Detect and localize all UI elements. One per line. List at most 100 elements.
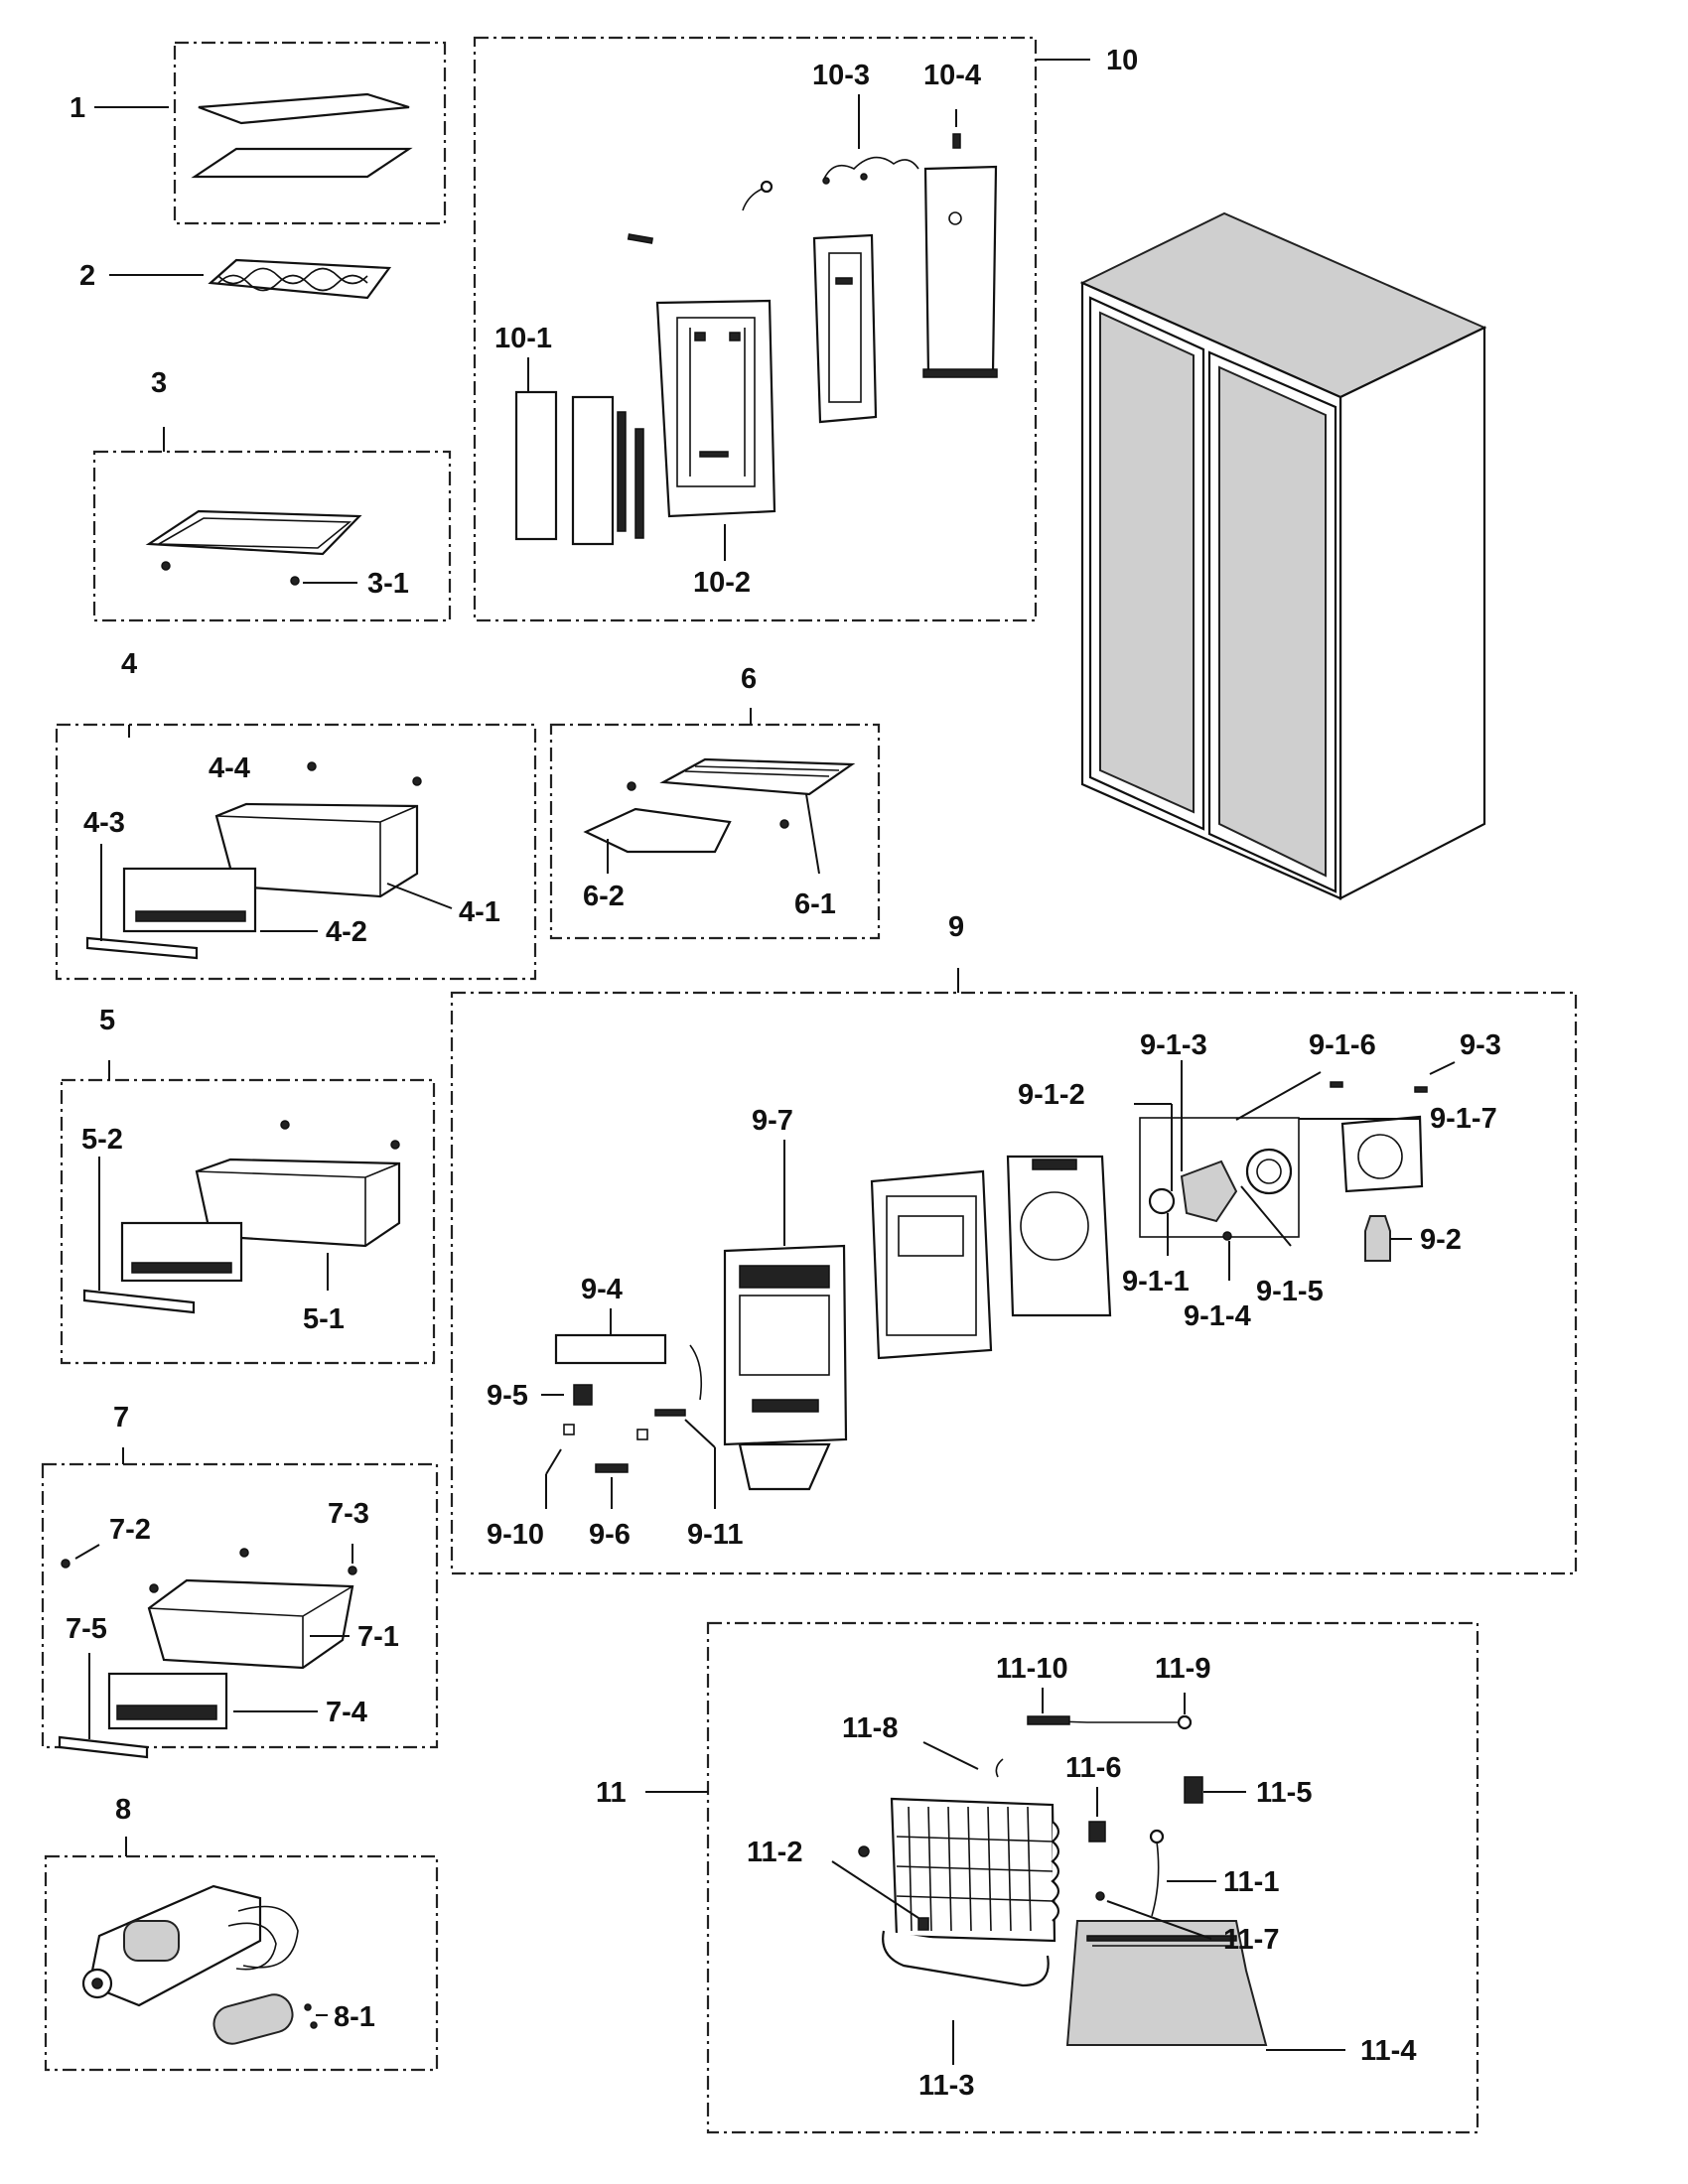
label-11: 11 <box>596 1777 627 1809</box>
label-7-1: 7-1 <box>357 1621 399 1653</box>
label-6: 6 <box>741 663 757 695</box>
label-9-1-7: 9-1-7 <box>1430 1103 1497 1135</box>
filter-cartridge-8-1 <box>212 1993 294 2045</box>
label-5-2: 5-2 <box>81 1124 123 1156</box>
label-9-1-2: 9-1-2 <box>1018 1079 1085 1111</box>
label-5: 5 <box>99 1005 115 1036</box>
label-7-5: 7-5 <box>66 1613 107 1645</box>
harness-10-3 <box>823 156 919 180</box>
label-11-9: 11-9 <box>1155 1653 1210 1685</box>
label-7-2: 7-2 <box>109 1514 151 1546</box>
switch-9-5 <box>573 1384 593 1406</box>
shelf-glass <box>198 92 410 125</box>
label-4-2: 4-2 <box>326 916 367 948</box>
label-11-1: 11-1 <box>1223 1866 1279 1898</box>
trim-4-3 <box>85 936 199 960</box>
label-11-8: 11-8 <box>842 1712 898 1744</box>
label-6-1: 6-1 <box>794 888 836 920</box>
drawer-7-1 <box>147 1578 354 1670</box>
sensor-11-6 <box>1088 1821 1106 1843</box>
bottle-9-2 <box>1364 1215 1391 1262</box>
duct-panel <box>812 233 878 424</box>
label-7-3: 7-3 <box>328 1498 369 1530</box>
cover-10-2 <box>655 299 776 518</box>
fan-motor-9-1-1 <box>1148 1187 1176 1215</box>
label-11-4: 11-4 <box>1360 2035 1416 2067</box>
label-5-1: 5-1 <box>303 1303 345 1335</box>
group-6-cover: 6 6-2 6-1 <box>549 663 881 940</box>
refrigerator-cabinet <box>1079 211 1487 900</box>
label-9-1-5: 9-1-5 <box>1256 1276 1324 1307</box>
label-9-6: 9-6 <box>589 1519 631 1551</box>
label-4-4: 4-4 <box>209 752 250 784</box>
label-9-1-3: 9-1-3 <box>1140 1029 1207 1061</box>
label-9-1-1: 9-1-1 <box>1122 1266 1190 1297</box>
fuse-11-1 <box>1151 1841 1160 1917</box>
group-3-shelf: 3 3-1 <box>92 367 452 622</box>
group-11-evaporator: 11 11 <box>596 1621 1479 2134</box>
cabinet-side <box>1338 326 1486 900</box>
label-1: 1 <box>70 92 85 124</box>
harness-11-10 <box>1027 1719 1182 1723</box>
fan-blade-9-1-3 <box>1180 1160 1238 1223</box>
duct-housing <box>1006 1155 1112 1317</box>
group-4-drawer: 4 4-4 4-3 4-1 4-2 <box>55 648 537 981</box>
trim-5 <box>82 1289 196 1314</box>
fan-grille-9-1-5 <box>1245 1148 1293 1195</box>
label-10: 10 <box>1106 45 1138 76</box>
label-9-5: 9-5 <box>487 1380 528 1412</box>
label-10-1: 10-1 <box>494 323 552 354</box>
group-2-wine-rack: 2 <box>79 258 392 300</box>
label-8-1: 8-1 <box>334 2001 375 2033</box>
label-11-3: 11-3 <box>918 2070 974 2102</box>
heater-9-6 <box>595 1463 629 1473</box>
clip-11-7 <box>1095 1891 1105 1901</box>
label-7-4: 7-4 <box>326 1697 367 1728</box>
label-4: 4 <box>121 648 137 680</box>
label-11-7: 11-7 <box>1223 1924 1279 1956</box>
label-10-4: 10-4 <box>923 60 981 91</box>
label-9-4: 9-4 <box>581 1274 623 1305</box>
drain-pan-11-4 <box>1065 1920 1268 2046</box>
trim-7-5 <box>58 1735 149 1759</box>
label-10-3: 10-3 <box>812 60 870 91</box>
evaporator-coil <box>890 1797 1056 1943</box>
insulation-10-1a <box>514 390 558 541</box>
label-9-7: 9-7 <box>752 1105 793 1137</box>
label-11-2: 11-2 <box>747 1837 802 1868</box>
label-2: 2 <box>79 260 95 292</box>
label-9-2: 9-2 <box>1420 1224 1462 1256</box>
fan-cover-9-1-7 <box>1340 1115 1424 1193</box>
housing-panel <box>870 1169 993 1360</box>
group-8-water-filter: 8 8-1 <box>44 1794 439 2072</box>
label-9-1-6: 9-1-6 <box>1309 1029 1376 1061</box>
label-9: 9 <box>948 911 964 943</box>
label-9-11: 9-11 <box>687 1519 743 1551</box>
connector-11-5 <box>1184 1776 1203 1804</box>
group-7-drawer: 7 7-2 7-3 7-5 7-1 7-4 <box>41 1402 439 1759</box>
group-9-dispenser-assembly: 9 9-7 9-1-3 9-1- <box>450 911 1578 1575</box>
bracket-9-4 <box>554 1333 667 1365</box>
wine-rack <box>208 258 392 300</box>
funnel <box>738 1442 831 1491</box>
label-3: 3 <box>151 367 167 399</box>
label-9-1-4: 9-1-4 <box>1184 1300 1251 1332</box>
label-7: 7 <box>113 1402 129 1433</box>
group-1-shelf: 1 <box>70 41 447 225</box>
label-11-5: 11-5 <box>1256 1777 1312 1809</box>
door-right-panel <box>1218 365 1327 878</box>
label-11-6: 11-6 <box>1065 1752 1121 1784</box>
label-9-3: 9-3 <box>1460 1029 1501 1061</box>
shelf-assembly <box>145 509 362 556</box>
label-9-10: 9-10 <box>487 1519 544 1551</box>
shelf-6-1 <box>659 757 856 796</box>
cover-6-2 <box>583 807 732 854</box>
shelf-frame <box>191 147 413 179</box>
group-5-drawer: 5 5-2 5-1 <box>60 1005 436 1365</box>
label-8: 8 <box>115 1794 131 1826</box>
label-4-1: 4-1 <box>459 896 500 928</box>
label-4-3: 4-3 <box>83 807 125 839</box>
panel-10-4 <box>923 165 998 377</box>
label-6-2: 6-2 <box>583 881 625 912</box>
